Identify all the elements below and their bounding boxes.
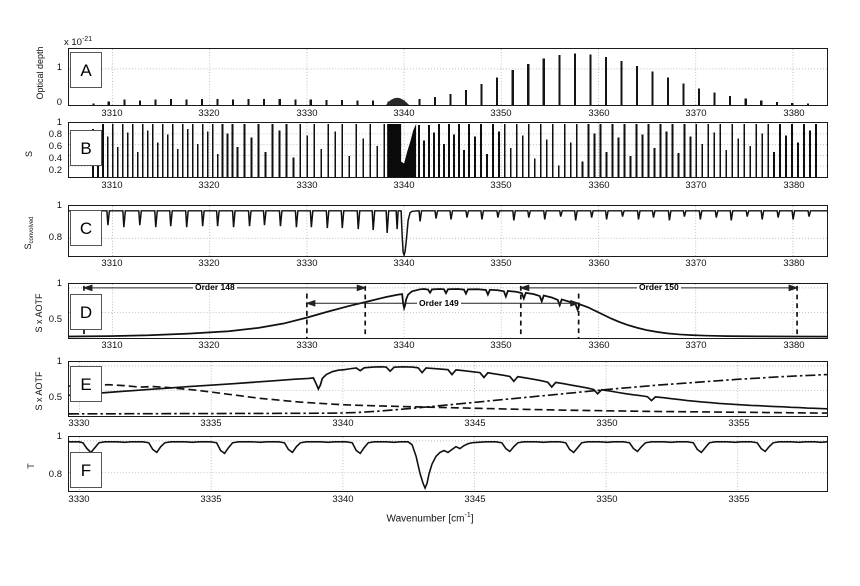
panel-b-xtick-0: 3310 xyxy=(101,180,123,191)
panel-c-ytick-1: 1 xyxy=(56,200,62,211)
panel-b-ytick-3: 0.8 xyxy=(48,129,62,140)
panel-b-xtick-4: 3350 xyxy=(490,180,512,191)
panel-c-xtick-6: 3370 xyxy=(685,258,707,269)
panel-d-xtick-6: 3370 xyxy=(685,340,707,351)
panel-f-xtick-5: 3355 xyxy=(728,494,750,505)
panel-a-xtick-4: 3350 xyxy=(490,108,512,119)
panel-c-label: C xyxy=(70,210,102,246)
panel-f-axes xyxy=(68,436,828,492)
panel-a-ytick-0: 0 xyxy=(56,97,62,108)
panel-a-xtick-5: 3360 xyxy=(588,108,610,119)
panel-c: Sconvolved 1 0.8 3310 3320 3330 3340 335… xyxy=(0,196,860,274)
panel-e-xtick-4: 3350 xyxy=(596,418,618,429)
panel-b: S 1 0.8 0.6 0.4 0.2 xyxy=(0,117,860,196)
panel-e-label: E xyxy=(70,366,102,402)
panel-d-ylabel: S x AOTF xyxy=(34,293,44,333)
panel-d-order-150-label: Order 150 xyxy=(637,283,681,292)
panel-d-xtick-4: 3350 xyxy=(490,340,512,351)
panel-b-ytick-4: 1 xyxy=(56,117,62,128)
panel-f-xtick-2: 3340 xyxy=(332,494,354,505)
panel-a-xtick-0: 3310 xyxy=(101,108,123,119)
panel-b-xtick-1: 3320 xyxy=(198,180,220,191)
panel-d-xtick-2: 3330 xyxy=(296,340,318,351)
panel-b-xtick-7: 3380 xyxy=(783,180,805,191)
panel-f-ytick-0: 0.8 xyxy=(48,469,62,480)
panel-b-xtick-5: 3360 xyxy=(588,180,610,191)
panel-e-ytick-0: 0.5 xyxy=(48,392,62,403)
panel-d-xtick-7: 3380 xyxy=(783,340,805,351)
panel-c-plot xyxy=(69,206,827,256)
panel-b-ytick-0: 0.2 xyxy=(48,165,62,176)
panel-b-xtick-6: 3370 xyxy=(685,180,707,191)
panel-a-xtick-2: 3330 xyxy=(296,108,318,119)
panel-f-xtick-1: 3335 xyxy=(200,494,222,505)
panel-d-axes: Order 148 Order 149 Order 150 xyxy=(68,283,828,339)
panel-d-xtick-0: 3310 xyxy=(101,340,123,351)
panel-f-xtick-4: 3350 xyxy=(596,494,618,505)
panel-d-label: D xyxy=(70,294,102,330)
panel-f-xtick-0: 3330 xyxy=(68,494,90,505)
panel-e-xtick-3: 3345 xyxy=(464,418,486,429)
panel-e: S x AOTF 1 0.5 3330 3335 3340 3345 xyxy=(0,352,860,430)
panel-d-ytick-0: 0.5 xyxy=(48,314,62,325)
panel-b-label: B xyxy=(70,130,102,166)
panel-f-ytick-1: 1 xyxy=(56,431,62,442)
panel-e-xtick-0: 3330 xyxy=(68,418,90,429)
panel-e-xtick-2: 3340 xyxy=(332,418,354,429)
panel-e-axes xyxy=(68,361,828,417)
panel-a-axes xyxy=(68,48,828,106)
panel-a-xtick-3: 3340 xyxy=(393,108,415,119)
panel-a-plot xyxy=(69,49,827,105)
panel-e-ytick-1: 1 xyxy=(56,356,62,367)
panel-a-exponent: x 10-21 xyxy=(64,36,93,49)
x-axis-label-text: Wavenumber [cm xyxy=(386,513,465,525)
x-axis-label: Wavenumber [cm-1] xyxy=(0,512,860,524)
x-axis-label-exponent: -1 xyxy=(464,512,471,519)
panel-f-xtick-3: 3345 xyxy=(464,494,486,505)
x-axis-label-bracket: ] xyxy=(470,513,474,525)
panel-c-axes xyxy=(68,205,828,257)
panel-e-plot xyxy=(69,362,827,416)
panel-a-xtick-6: 3370 xyxy=(685,108,707,119)
panel-c-xtick-2: 3330 xyxy=(296,258,318,269)
panel-c-xtick-1: 3320 xyxy=(198,258,220,269)
panel-c-ylabel: Sconvolved xyxy=(23,210,35,256)
panel-a-ytick-1: 1 xyxy=(56,62,62,73)
panel-c-ytick-0: 0.8 xyxy=(48,232,62,243)
panel-a-xtick-7: 3380 xyxy=(783,108,805,119)
panel-f: T 1 0.8 3330 3335 3340 3345 3350 3355 F xyxy=(0,430,860,520)
panel-e-xtick-5: 3355 xyxy=(728,418,750,429)
panel-c-xtick-7: 3380 xyxy=(783,258,805,269)
panel-c-xtick-3: 3340 xyxy=(393,258,415,269)
panel-a: Optical depth 1 0 xyxy=(0,0,860,120)
panel-b-ylabel: S xyxy=(24,151,34,158)
panel-c-xtick-5: 3360 xyxy=(588,258,610,269)
panel-b-ytick-2: 0.6 xyxy=(48,141,62,152)
panel-c-ylabel-main: S xyxy=(23,243,33,250)
panel-d-xtick-3: 3340 xyxy=(393,340,415,351)
panel-b-axes xyxy=(68,122,828,178)
panel-d-order-149-label: Order 149 xyxy=(417,298,461,308)
panel-b-xtick-3: 3340 xyxy=(393,180,415,191)
panel-d-ytick-1: 1 xyxy=(56,278,62,289)
panel-d-xtick-5: 3360 xyxy=(588,340,610,351)
panel-d-order-148-label: Order 148 xyxy=(193,283,237,292)
panel-b-xtick-2: 3330 xyxy=(296,180,318,191)
panel-a-label: A xyxy=(70,52,102,88)
panel-d-plot xyxy=(69,284,827,338)
panel-c-xtick-0: 3310 xyxy=(101,258,123,269)
panel-f-label: F xyxy=(70,452,102,488)
panel-c-ylabel-sub: convolved xyxy=(29,216,35,244)
panel-f-ylabel: T xyxy=(26,463,36,469)
panel-e-xtick-1: 3335 xyxy=(200,418,222,429)
panel-b-plot xyxy=(69,123,827,177)
panel-c-xtick-4: 3350 xyxy=(490,258,512,269)
panel-a-xtick-1: 3320 xyxy=(198,108,220,119)
panel-b-ytick-1: 0.4 xyxy=(48,153,62,164)
panel-d-xtick-1: 3320 xyxy=(198,340,220,351)
panel-e-ylabel: S x AOTF xyxy=(34,371,44,411)
panel-d: S x AOTF 1 0.5 xyxy=(0,274,860,352)
panel-f-plot xyxy=(69,437,827,491)
